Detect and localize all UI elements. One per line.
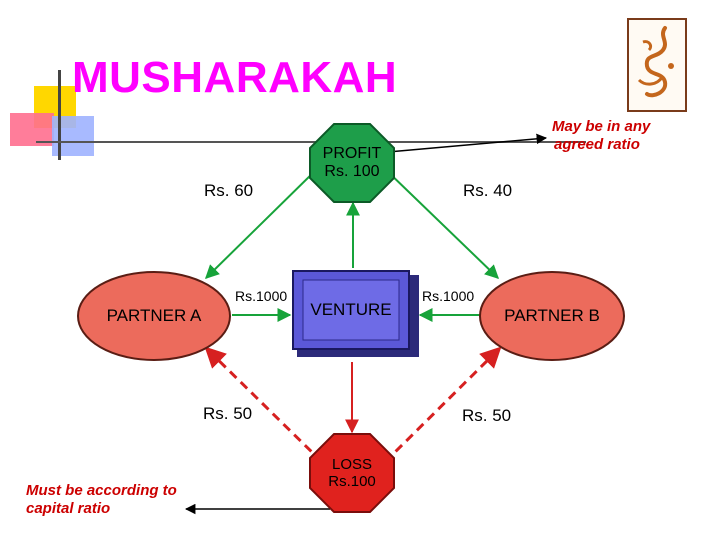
partner-b-label: PARTNER B — [504, 306, 600, 326]
loss-ratio-note-line2: capital ratio — [26, 500, 111, 517]
loss-to-partner-a-dashed-arrow — [204, 346, 324, 464]
profit-label-line1: PROFIT — [322, 144, 382, 162]
profit-to-partner-a-arrow — [205, 167, 319, 279]
decor-vertical-line — [58, 70, 61, 160]
partner-a-label: PARTNER A — [106, 306, 202, 326]
loss-to-partner-b-dashed-arrow — [383, 346, 502, 464]
loss-ratio-note-line1: Must be according to — [26, 482, 177, 499]
profit-note-arrow — [387, 133, 548, 153]
investment-b-label: Rs.1000 — [422, 288, 475, 304]
arabic-calligraphy-logo — [627, 18, 687, 112]
loss-share-a-label: Rs. 50 — [203, 404, 253, 423]
profit-to-partner-b-arrow — [383, 167, 500, 279]
profit-share-a-label: Rs. 60 — [204, 181, 254, 200]
profit-ratio-note: May be in any agreed ratio — [552, 118, 650, 154]
decor-pink-square — [10, 113, 54, 146]
loss-label-line1: LOSS — [331, 455, 373, 473]
investment-a-label: Rs.1000 — [235, 288, 288, 304]
loss-ratio-note: Must be according to capital ratio — [26, 482, 177, 518]
profit-ratio-note-line1: May be in any — [552, 118, 651, 135]
venture-box-inner — [302, 279, 400, 341]
loss-octagon — [309, 433, 395, 513]
profit-share-b-label: Rs. 40 — [463, 181, 513, 200]
profit-octagon — [309, 123, 395, 203]
profit-label-line2: Rs. 100 — [324, 163, 380, 180]
loss-share-b-label: Rs. 50 — [462, 406, 512, 425]
loss-label-line2: Rs.100 — [328, 473, 376, 490]
partner-a-ellipse — [77, 271, 231, 361]
venture-label: VENTURE — [310, 300, 392, 320]
loss-label: LOSS Rs.100 — [310, 450, 394, 496]
profit-ratio-note-line2: agreed ratio — [554, 136, 640, 153]
decor-horizontal-line — [36, 141, 586, 143]
partner-b-ellipse — [479, 271, 625, 361]
page-title: MUSHARAKAH — [72, 53, 398, 102]
profit-label: PROFIT Rs. 100 — [310, 140, 394, 186]
